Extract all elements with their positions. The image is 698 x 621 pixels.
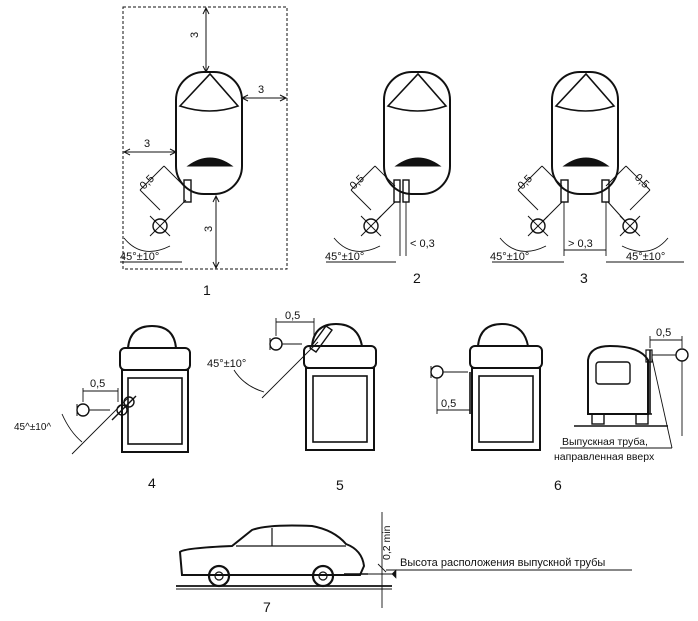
fig4-exhaust-1: [123, 396, 135, 408]
figure-3: 0,5 0,5 > 0,3 45°±10° 45°±10° 3: [490, 71, 684, 286]
fig5-probe: [269, 337, 283, 351]
fig6-body: [471, 367, 541, 451]
fig1-dim-left: 3: [144, 138, 150, 150]
fig2-exhaust-right: [402, 179, 410, 203]
fig4-number: 4: [148, 475, 156, 491]
fig2-exhaust-left: [393, 179, 401, 203]
fig7-number: 7: [263, 599, 271, 615]
fig2-lt-03: < 0,3: [410, 238, 435, 250]
fig3-angle-right: 45°±10°: [626, 251, 665, 263]
fig5-body: [305, 367, 375, 451]
fig3-exhaust-left: [560, 179, 569, 203]
fig3-probe-left: [530, 218, 546, 234]
fig2-car-body: [383, 71, 451, 195]
fig3-gt-03: > 0,3: [568, 238, 593, 250]
fig2-probe: [363, 218, 379, 234]
fig1-boundary: [122, 6, 288, 270]
fig6-cab-roof: [476, 322, 530, 347]
figure-2: 0,5 < 0,3 45°±10° 2: [325, 71, 451, 286]
fig1-number: 1: [203, 282, 211, 298]
fig1-dim-bottom: 3: [203, 226, 215, 232]
figure-7: 0,2 min Высота расположения выпускной тр…: [176, 512, 632, 615]
fig6-exhaust-label-2: направленная вверх: [554, 451, 655, 463]
fig5-number: 5: [336, 477, 344, 493]
fig4-body: [121, 369, 189, 453]
fig6-cab: [469, 345, 543, 369]
fig3-number: 3: [580, 270, 588, 286]
fig3-angle-left: 45°±10°: [490, 251, 529, 263]
fig1-exhaust-pipe: [183, 179, 192, 203]
fig4-cab: [119, 347, 191, 371]
fig4-probe: [76, 403, 90, 417]
fig1-dim-top: 3: [189, 32, 201, 38]
fig3-probe-right: [622, 218, 638, 234]
fig2-angle: 45°±10°: [325, 251, 364, 263]
fig5-dim-05: 0,5: [285, 310, 300, 322]
fig7-car-body: [178, 524, 366, 576]
fig6-upward-probe: [675, 348, 689, 362]
fig4-exhaust-2: [116, 404, 128, 416]
fig1-angle: 45°±10°: [120, 251, 159, 263]
fig2-dim-05: 0,5: [348, 173, 367, 192]
figure-5: 0,5 45°±10° 5: [207, 310, 377, 493]
fig5-exhaust: [309, 325, 333, 353]
fig4-cab-roof: [126, 324, 178, 349]
fig7-min-02: 0,2 min: [381, 525, 393, 560]
figure-4: 0,5 45^±10^ 4: [14, 324, 191, 491]
fig6-bus-body: [587, 344, 649, 415]
fig5-cab-roof: [310, 322, 364, 347]
fig4-dim-05: 0,5: [90, 378, 105, 390]
fig1-windshield: [178, 72, 240, 112]
fig6-exhaust-label-1: Выпускная труба,: [562, 436, 648, 448]
figure-6-side: 0,5 Выпускная труба, направленная вверх: [554, 327, 689, 463]
fig1-car-body: [175, 71, 243, 195]
fig1-rear-window: [186, 157, 234, 167]
fig6-dim-05: 0,5: [441, 398, 456, 410]
fig1-probe: [152, 218, 168, 234]
fig7-height-label: Высота расположения выпускной трубы: [400, 557, 605, 569]
fig2-number: 2: [413, 270, 421, 286]
figure-6-front: 0,5 6: [430, 322, 562, 493]
figure-1: 3 3 3 3 0,5 45°±10° 1: [120, 6, 288, 298]
fig5-cab: [303, 345, 377, 369]
fig3-car-body: [551, 71, 619, 195]
fig6-number: 6: [554, 477, 562, 493]
fig4-angle: 45^±10^: [14, 422, 51, 433]
fig6-dim-05-side: 0,5: [656, 327, 671, 339]
fig1-dim-right: 3: [258, 84, 264, 96]
fig3-exhaust-right: [601, 179, 610, 203]
fig5-angle: 45°±10°: [207, 358, 246, 370]
fig6-probe: [430, 365, 444, 379]
